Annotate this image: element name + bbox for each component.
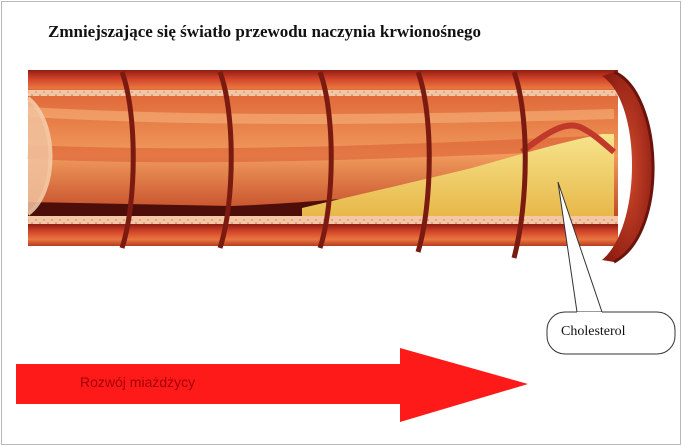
callout-label: Cholesterol [561,324,626,340]
arrow-label: Rozwój miażdżycy [80,374,195,390]
